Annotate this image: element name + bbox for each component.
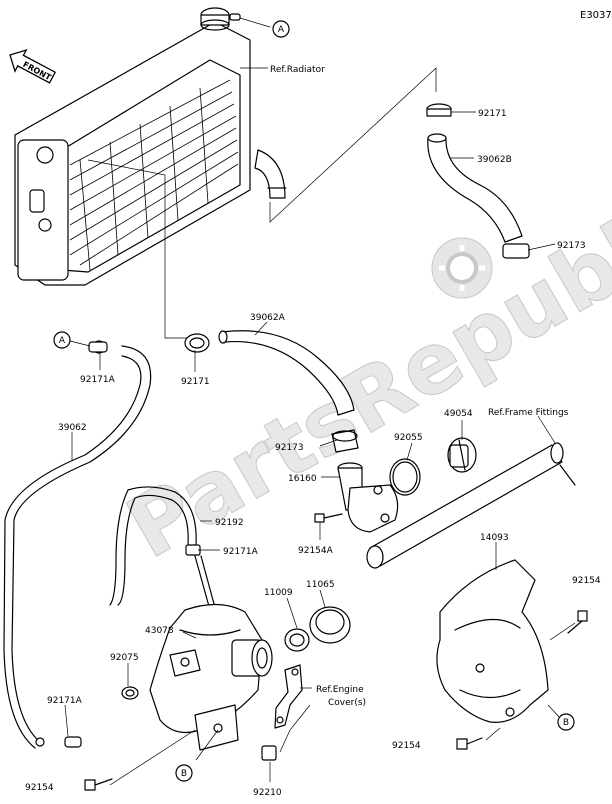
part-label: 14093 xyxy=(480,533,509,543)
svg-text:B: B xyxy=(563,718,569,728)
part-label: 92055 xyxy=(394,433,423,443)
bracket xyxy=(274,664,303,729)
reservoir-tank xyxy=(149,603,273,751)
part-label: 49054 xyxy=(444,409,473,419)
part-label: 92154 xyxy=(392,741,421,751)
part-label: 92192 xyxy=(215,518,244,528)
callout-b-right: B xyxy=(557,713,575,731)
part-label: 11009 xyxy=(264,588,293,598)
part-label: 16160 xyxy=(288,474,317,484)
part-label: 92075 xyxy=(110,653,139,663)
callout-a-top: A xyxy=(239,17,290,38)
part-label: 92171 xyxy=(181,377,210,387)
cap-11065 xyxy=(309,606,351,644)
callout-b-bottom: B xyxy=(175,764,193,782)
part-label: 92171 xyxy=(478,109,507,119)
cover-14093 xyxy=(436,559,549,723)
svg-text:A: A xyxy=(59,336,66,346)
hose-39062b xyxy=(426,103,530,259)
clamp-92171a-bottom xyxy=(64,736,82,748)
hose-39062a xyxy=(184,330,359,453)
thermostat-housing xyxy=(337,462,399,533)
part-label: 92154 xyxy=(572,576,601,586)
ref-engine-cover-label-1: Ref.Engine xyxy=(316,685,364,695)
part-label: 11065 xyxy=(306,580,335,590)
front-arrow-icon: FRONT xyxy=(9,48,57,84)
ref-engine-cover-label-2: Cover(s) xyxy=(328,698,366,708)
bolt-92154-right-bottom xyxy=(456,737,483,750)
callout-a-left: A xyxy=(53,331,91,349)
part-label: 39062B xyxy=(477,155,512,165)
ref-radiator-label: Ref.Radiator xyxy=(270,65,325,75)
ref-frame-fittings-label: Ref.Frame Fittings xyxy=(488,408,569,418)
part-label: 92173 xyxy=(275,443,304,453)
part-label: 92171A xyxy=(80,375,116,385)
part-label: 92154 xyxy=(25,783,54,793)
bolt-92154-left xyxy=(84,778,113,791)
part-label: 92171A xyxy=(47,696,83,706)
part-label: 39062 xyxy=(58,423,87,433)
thermostat-49054 xyxy=(447,437,477,473)
svg-text:A: A xyxy=(278,25,285,35)
part-label: 92210 xyxy=(253,788,282,798)
clip-92210 xyxy=(261,745,277,761)
part-label: 92173 xyxy=(557,241,586,251)
diagram-code: E3037 xyxy=(580,10,612,21)
bolt-92154-right-top xyxy=(567,610,588,634)
oring-92055 xyxy=(389,458,421,496)
part-label: 92171A xyxy=(223,547,259,557)
watermark-gear-icon xyxy=(431,237,493,299)
part-labels: 92171 39062B 92173 39062A 92171 92171A 3… xyxy=(25,109,601,798)
part-label: 92154A xyxy=(298,546,334,556)
frame-fitting-tube xyxy=(366,442,576,569)
clamp-92171a-top xyxy=(88,341,108,353)
part-label: 39062A xyxy=(250,313,286,323)
radiator xyxy=(14,7,287,286)
part-label: 43078 xyxy=(145,626,174,636)
bolt-92154a xyxy=(314,513,343,523)
grommet-92075 xyxy=(121,686,139,700)
ring-11009 xyxy=(284,628,310,652)
svg-text:B: B xyxy=(181,769,187,779)
lead-lines xyxy=(64,111,576,786)
